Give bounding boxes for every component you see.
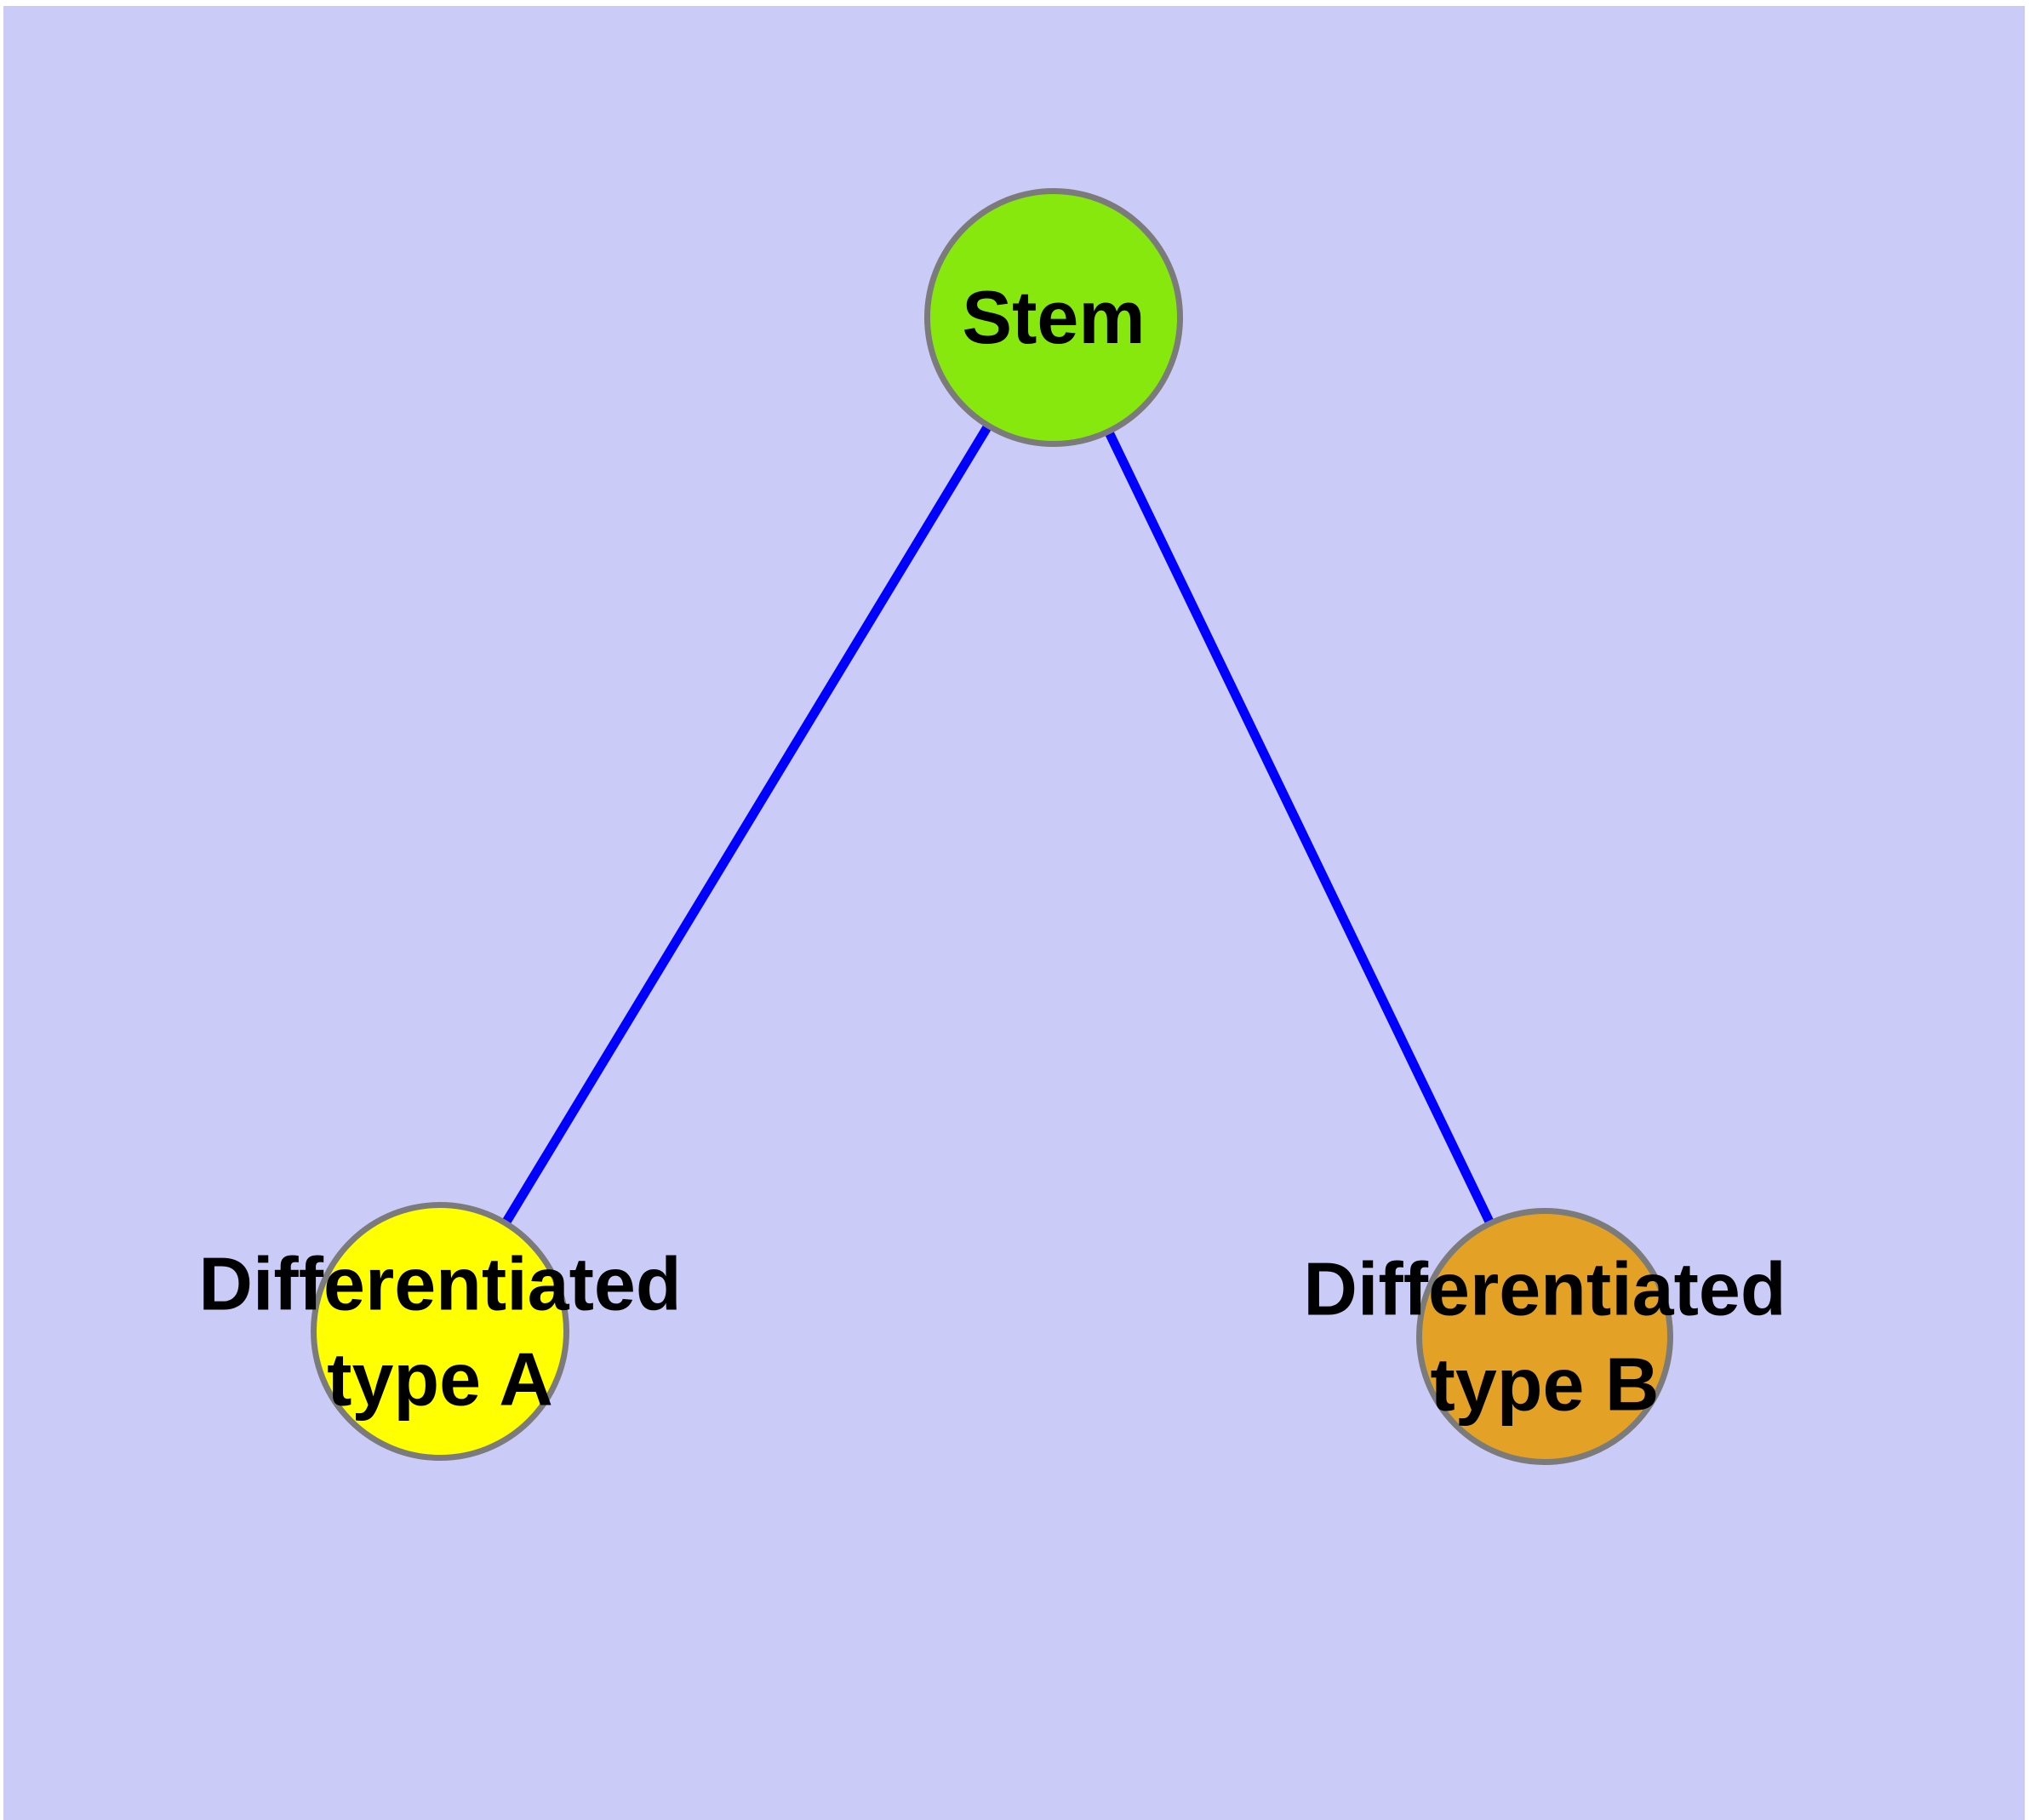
label-line: type A bbox=[327, 1336, 553, 1421]
edge-stem-to-type-b bbox=[1049, 315, 1549, 1339]
label-line: type B bbox=[1430, 1342, 1660, 1426]
label-line: Differentiated bbox=[198, 1241, 682, 1326]
node-differentiated-type-b-label: Differentiated type B bbox=[1303, 1241, 1786, 1432]
label-line: Stem bbox=[962, 275, 1146, 360]
node-stem-label: Stem bbox=[962, 270, 1145, 365]
label-line: Differentiated bbox=[1303, 1246, 1786, 1331]
node-differentiated-type-b-circle[interactable] bbox=[1416, 1208, 1673, 1465]
node-differentiated-type-a-circle[interactable] bbox=[311, 1202, 569, 1461]
node-differentiated-type-a-label: Differentiated type A bbox=[198, 1236, 681, 1427]
node-stem-circle[interactable] bbox=[924, 188, 1183, 447]
edge-stem-to-type-a bbox=[436, 315, 1058, 1334]
